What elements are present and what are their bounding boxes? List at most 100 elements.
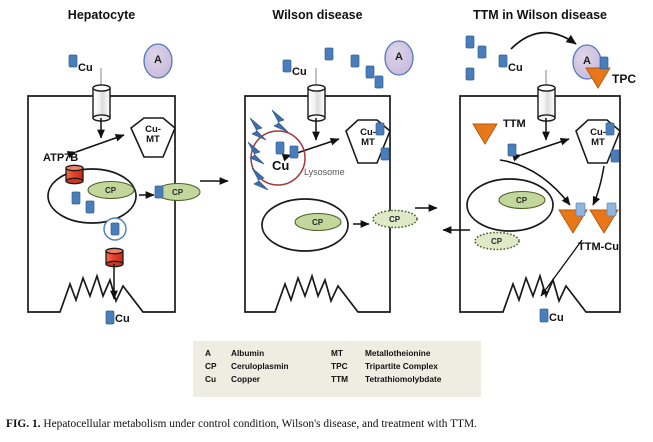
- copper-square: [374, 75, 384, 89]
- copper-square: [605, 122, 615, 136]
- cell-membrane: [459, 95, 621, 313]
- copper-square: [477, 45, 487, 59]
- copper-square: [85, 200, 95, 214]
- cu-mt-label: Cu- MT: [133, 125, 173, 145]
- copper-square: [71, 191, 81, 205]
- legend-value: Metallotheionine: [365, 348, 431, 358]
- copper-square: [465, 35, 475, 49]
- copper-label: Cu: [292, 66, 307, 78]
- copper-square: [465, 67, 475, 81]
- lightning-bolt-icon: [249, 117, 267, 141]
- cu-mt-exchange-arrow: [511, 137, 570, 162]
- figure-diagram: [27, 31, 621, 325]
- lightning-bolt-icon: [247, 141, 265, 165]
- copper-square: [110, 222, 120, 236]
- oxidative-stress-bolts: [247, 109, 289, 191]
- lightning-bolt-icon: [251, 167, 269, 191]
- cu-mt-label: Cu- MT: [578, 128, 618, 148]
- panel-title-hepatocyte: Hepatocyte: [67, 8, 136, 22]
- cu-mt-label-line2: MT: [146, 134, 160, 145]
- copper-square: [507, 143, 517, 157]
- atp7b-label: ATP7B: [43, 152, 79, 164]
- cytosolic-cu-chelation-arrow: [499, 159, 571, 206]
- panel-hepatocyte: [27, 43, 229, 325]
- panel-ttm-in-wilson-disease: [442, 31, 621, 323]
- cell-membrane: [27, 95, 176, 313]
- legend-key: TPC: [331, 361, 348, 371]
- cu-mt-label-line2: MT: [591, 137, 605, 148]
- cu-mt-label: Cu- MT: [348, 128, 388, 148]
- legend-key: MT: [331, 348, 343, 358]
- figure-caption-text: Hepatocellular metabolism under control …: [43, 418, 477, 430]
- copper-square: [365, 65, 375, 79]
- legend-value: Tripartite Complex: [365, 361, 438, 371]
- albumin-label: A: [395, 51, 403, 63]
- cu-mt-label-line1: Cu-: [360, 127, 376, 138]
- ceruloplasmin-label: CP: [105, 186, 117, 195]
- albumin-oval: [143, 43, 173, 79]
- apo-ceruloplasmin-label: CP: [389, 215, 401, 224]
- atp7b-canalicular-icon: [105, 247, 124, 268]
- panel-title-ttm-in-wilson-disease: TTM in Wilson disease: [473, 8, 607, 22]
- legend-key: CP: [205, 361, 217, 371]
- cu-mt-exchange-arrow: [281, 137, 340, 162]
- ttm-cu-label: TTM-Cu: [578, 241, 619, 253]
- copper-square: [289, 145, 299, 159]
- copper-square: [606, 202, 617, 217]
- legend-value: Copper: [231, 374, 261, 384]
- copper-square: [539, 308, 549, 323]
- ceruloplasmin-oval: [87, 180, 135, 200]
- copper-square: [498, 54, 508, 68]
- copper-label: Cu: [508, 62, 523, 74]
- bile-copper-label: Cu: [115, 313, 130, 325]
- copper-square: [610, 149, 620, 163]
- cu-mt-label-line1: Cu-: [590, 127, 606, 138]
- cell-membrane: [244, 95, 391, 313]
- mt-cu-chelation-arrow: [592, 165, 605, 206]
- copper-square: [105, 310, 115, 325]
- lysosome-copper-label: Cu: [272, 158, 290, 173]
- ceruloplasmin-oval: [294, 212, 342, 232]
- albumin-label: A: [154, 54, 162, 66]
- legend-key: A: [205, 348, 211, 358]
- copper-square: [599, 56, 609, 70]
- ttm-label: TTM: [503, 118, 526, 130]
- copper-square: [380, 147, 390, 161]
- copper-label: Cu: [78, 62, 93, 74]
- bile-copper-label: Cu: [549, 312, 564, 324]
- copper-square: [350, 54, 360, 68]
- legend-value: Tetrathiomolybdate: [365, 374, 442, 384]
- secreted-ceruloplasmin-label: CP: [172, 188, 184, 197]
- ttm-triangle: [585, 67, 611, 89]
- tpc-label: TPC: [612, 72, 636, 86]
- figure-caption-label: FIG. 1.: [6, 418, 41, 430]
- albumin-oval: [384, 40, 414, 76]
- apo-ceruloplasmin-label: CP: [491, 237, 503, 246]
- cu-mt-label-line2: MT: [361, 137, 375, 148]
- legend-value: Albumin: [231, 348, 265, 358]
- ceruloplasmin-oval: [498, 190, 546, 210]
- panel-wilson-disease: [244, 40, 438, 313]
- copper-transporter-icon: [537, 70, 556, 122]
- legend-key: TTM: [331, 374, 349, 384]
- copper-square: [68, 54, 78, 68]
- copper-square: [324, 47, 334, 61]
- cu-sequestration-arc-arrow: [510, 31, 577, 50]
- atp7b-pump-icon: [65, 164, 84, 185]
- copper-transporter-icon: [307, 68, 326, 122]
- copper-square: [275, 141, 285, 155]
- lightning-bolt-icon: [271, 109, 289, 133]
- legend-key: Cu: [205, 374, 217, 384]
- legend-box: A Albumin CP Ceruloplasmin Cu Copper MT …: [193, 341, 481, 397]
- cu-mt-hexagon: [130, 117, 176, 158]
- lysosome-label: Lysosome: [304, 167, 345, 177]
- copper-square: [375, 122, 385, 136]
- legend-value: Ceruloplasmin: [231, 361, 289, 371]
- apo-ceruloplasmin-oval: [372, 209, 418, 229]
- panel-title-wilson-disease: Wilson disease: [272, 8, 363, 22]
- bile-excretion-arrow: [540, 239, 583, 297]
- copper-square: [282, 59, 292, 73]
- cu-mt-exchange-arrow: [66, 134, 125, 159]
- ceruloplasmin-label: CP: [516, 196, 528, 205]
